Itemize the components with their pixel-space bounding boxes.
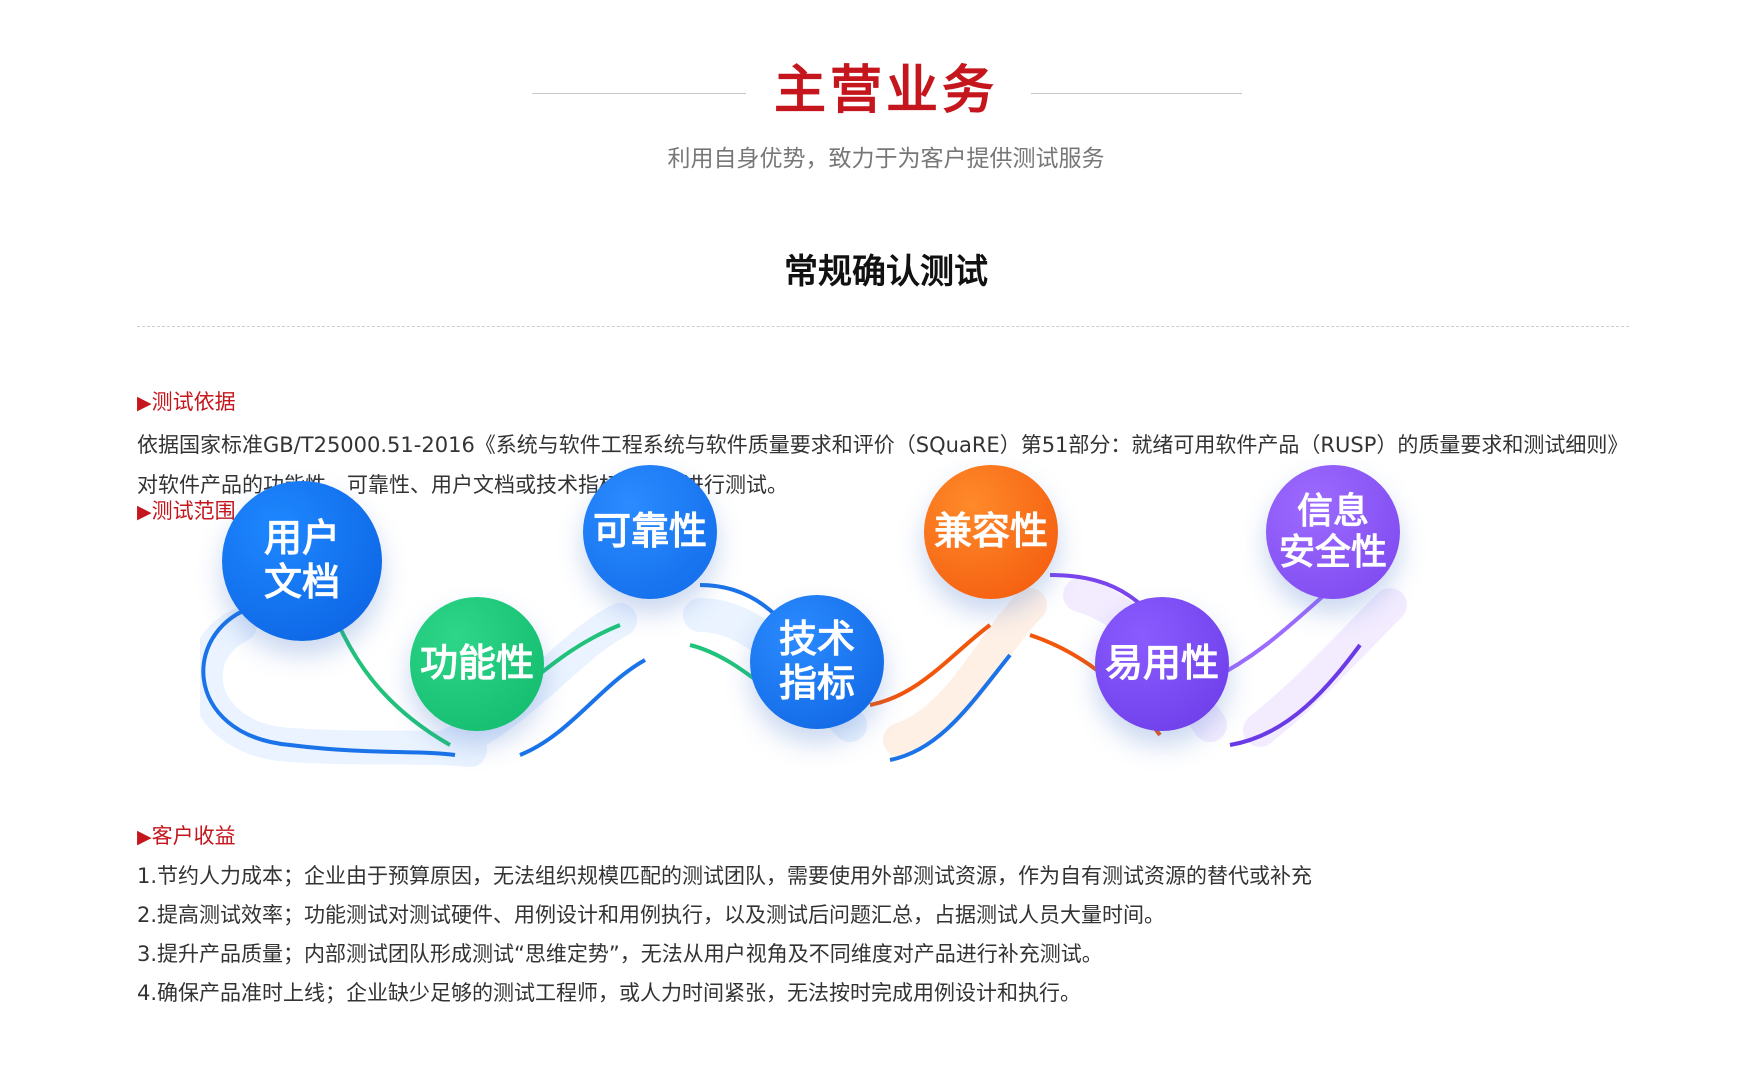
scope-node-line2: 安全性 (1278, 532, 1387, 573)
benefits-heading: ▶客户收益 (137, 822, 236, 851)
scope-node-line1: 兼容性 (933, 509, 1048, 554)
scope-node-line2: 文档 (263, 560, 340, 604)
basis-label: 测试依据 (151, 390, 236, 414)
scope-node-line1: 技术 (778, 617, 855, 662)
basis-heading: ▶测试依据 (137, 388, 236, 417)
scope-heading: ▶测试范围 (137, 497, 236, 526)
triangle-right-icon: ▶ (137, 392, 152, 414)
header-left-rule (532, 93, 746, 94)
scope-node-line2: 指标 (778, 661, 855, 705)
scope-label: 测试范围 (151, 499, 236, 523)
scope-node-line1: 可靠性 (592, 509, 707, 554)
scope-node-info-security: 信息安全性 (1266, 465, 1400, 599)
benefits-list: 1.节约人力成本；企业由于预算原因，无法组织规模匹配的测试团队，需要使用外部测试… (137, 857, 1627, 1013)
list-item: 3.提升产品质量；内部测试团队形成测试“思维定势”，无法从用户视角及不同维度对产… (137, 942, 1103, 966)
section-divider (137, 326, 1629, 327)
scope-node-line1: 功能性 (419, 641, 534, 686)
basis-text: 依据国家标准GB/T25000.51-2016《系统与软件工程系统与软件质量要求… (137, 433, 1618, 497)
section-title: 常规确认测试 (784, 252, 988, 292)
triangle-right-icon: ▶ (137, 826, 152, 848)
test-scope-diagram: 用户文档 功能性 可靠性 技术指标 兼容性 易用性 信息安全性 (200, 465, 1600, 825)
scope-node-usability: 易用性 (1095, 597, 1229, 731)
scope-node-user-docs: 用户文档 (222, 481, 382, 641)
triangle-right-icon: ▶ (137, 501, 152, 523)
scope-node-reliability: 可靠性 (583, 465, 717, 599)
page-subtitle: 利用自身优势，致力于为客户提供测试服务 (667, 146, 1105, 172)
scope-node-tech-specs: 技术指标 (750, 595, 884, 729)
scope-node-functionality: 功能性 (410, 597, 544, 731)
scope-node-compatibility: 兼容性 (924, 465, 1058, 599)
scope-node-line1: 易用性 (1104, 641, 1219, 686)
list-item: 4.确保产品准时上线；企业缺少足够的测试工程师，或人力时间紧张，无法按时完成用例… (137, 981, 1082, 1005)
list-item: 1.节约人力成本；企业由于预算原因，无法组织规模匹配的测试团队，需要使用外部测试… (137, 864, 1313, 888)
header-right-rule (1031, 93, 1242, 94)
benefits-label: 客户收益 (151, 824, 236, 848)
scope-node-line1: 信息 (1296, 490, 1369, 532)
page-title: 主营业务 (773, 61, 998, 121)
list-item: 2.提高测试效率；功能测试对测试硬件、用例设计和用例执行，以及测试后问题汇总，占… (137, 903, 1166, 927)
scope-node-line1: 用户 (263, 516, 340, 561)
